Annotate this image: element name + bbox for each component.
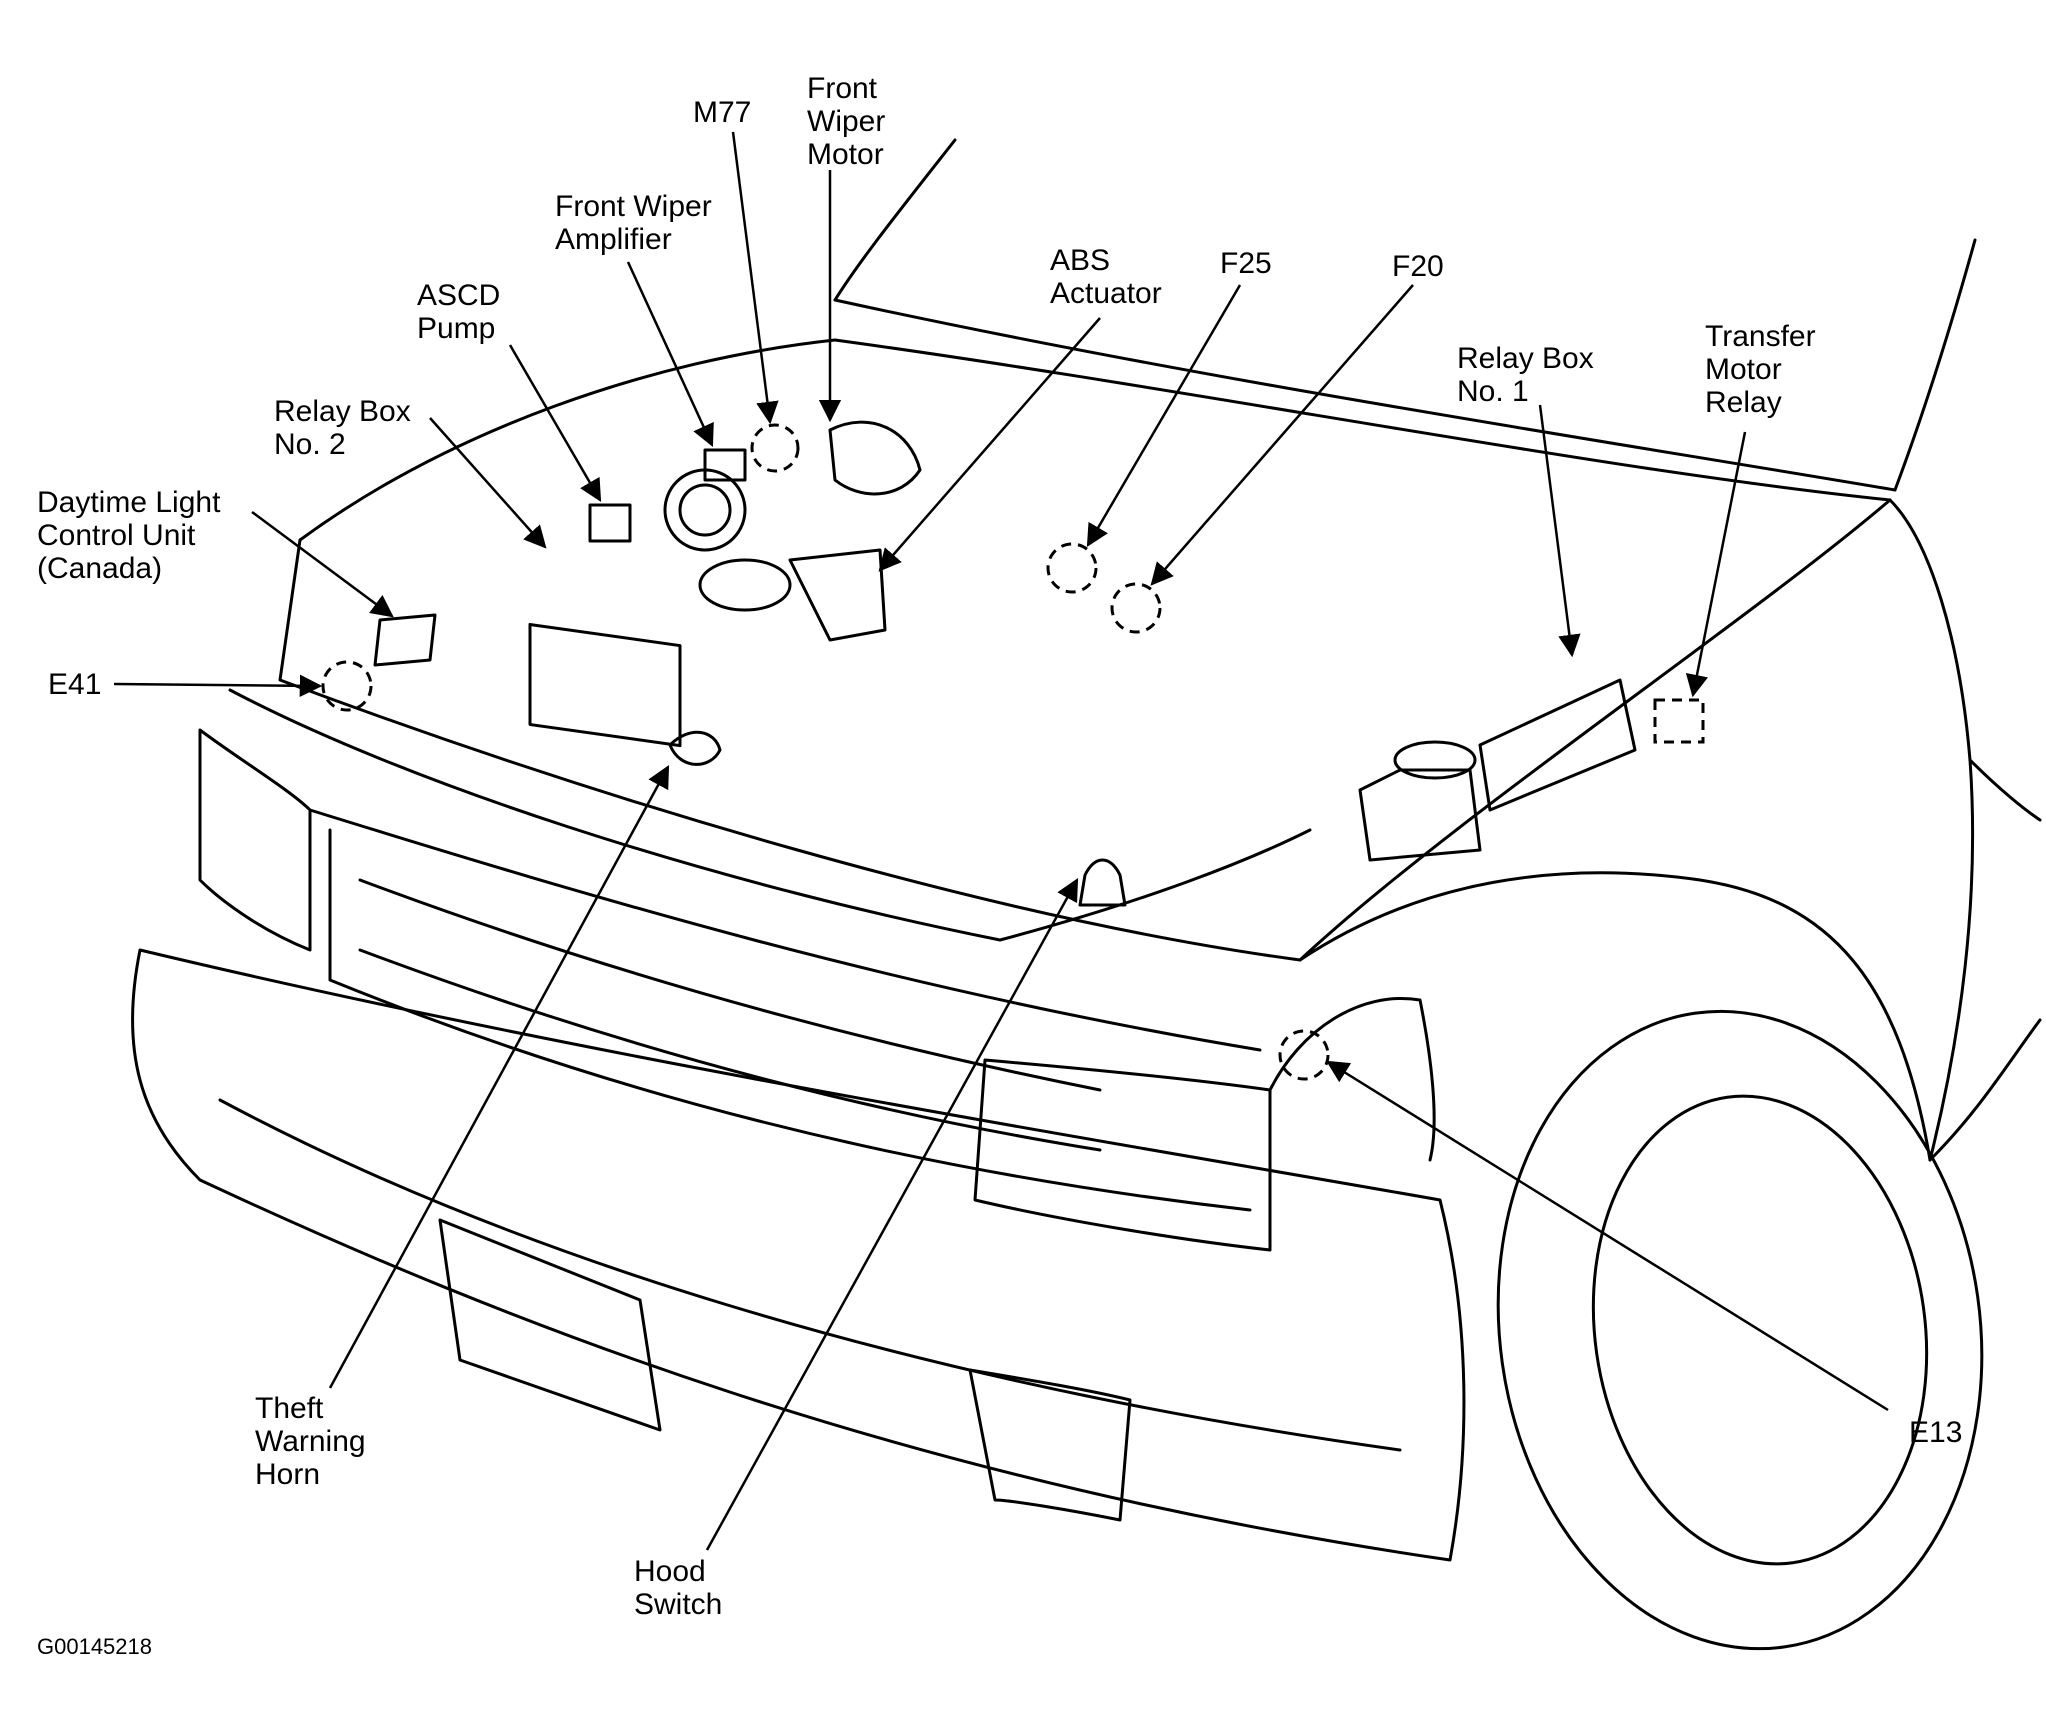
washer-tank <box>1358 768 1482 862</box>
brake-master-cyl <box>698 558 792 612</box>
label-front-wiper-motor: Front Wiper Motor <box>807 72 886 171</box>
hood-crease-right <box>998 828 1312 942</box>
label-front-wiper-amplifier: Front Wiper Amplifier <box>555 190 712 256</box>
ascd-pump-ring-inner <box>678 483 732 537</box>
right-body-side-2 <box>1928 1018 2042 1162</box>
fog-light <box>968 1368 1132 1522</box>
ascd-pump-shape <box>588 503 632 543</box>
label-relay-box-1: Relay Box No. 1 <box>1457 342 1594 408</box>
label-transfer-motor-relay: Transfer Motor Relay <box>1705 320 1816 419</box>
label-m77: M77 <box>693 96 752 129</box>
transfer-motor-relay-connector <box>1653 698 1705 744</box>
front-wiper-amplifier-shape <box>703 448 747 482</box>
leader-ascd-pump <box>508 344 602 502</box>
label-daytime-light-control-unit: Daytime Light Control Unit (Canada) <box>37 486 221 585</box>
leader-f25 <box>1086 284 1242 547</box>
relay-box-1-shape <box>1478 678 1637 812</box>
figure-id: G00145218 <box>37 1634 152 1659</box>
grille-outline <box>328 828 1252 1212</box>
relay-box-2-shape <box>528 622 682 748</box>
leader-abs-actuator <box>878 317 1101 572</box>
right-fender <box>1888 498 1975 1162</box>
label-theft-warning-horn: Theft Warning Horn <box>255 1392 366 1491</box>
leader-f20 <box>1150 284 1414 586</box>
label-f20: F20 <box>1392 250 1444 283</box>
label-hood-switch: Hood Switch <box>634 1555 723 1621</box>
label-relay-box-2: Relay Box No. 2 <box>274 395 411 461</box>
f25-connector <box>1046 542 1098 594</box>
grille-bar-2 <box>358 948 1102 1152</box>
label-abs-actuator: ABS Actuator <box>1050 244 1162 310</box>
license-plate <box>438 1218 662 1432</box>
grille-top <box>308 808 1262 1052</box>
leader-theft-warning-horn <box>328 765 670 1389</box>
label-ascd-pump: ASCD Pump <box>417 279 501 345</box>
bumper-lower <box>218 1098 1402 1452</box>
label-e13: E13 <box>1909 1416 1963 1449</box>
hood-crease-left <box>228 688 1002 942</box>
front-wheel-rim <box>1591 1094 1929 1566</box>
f20-connector <box>1110 582 1162 634</box>
right-body-side <box>1968 758 2042 822</box>
front-bumper <box>131 948 1466 1562</box>
grille-bar-1 <box>358 878 1102 1092</box>
daytime-light-unit-shape <box>373 613 437 667</box>
m77-connector <box>750 423 800 473</box>
e13-connector <box>1278 1029 1330 1081</box>
e41-connector <box>321 660 373 712</box>
left-headlight <box>198 728 312 952</box>
windshield-right-pillar <box>1893 238 1977 492</box>
leader-relay-box-2 <box>429 417 547 549</box>
front-wheel <box>1496 1009 1984 1651</box>
right-fender-lower <box>1298 871 1932 1162</box>
hood-outline <box>278 338 1892 962</box>
abs-actuator-shape <box>788 548 887 642</box>
leader-m77 <box>731 131 779 425</box>
ascd-pump-ring <box>663 468 747 552</box>
leader-e41 <box>113 674 323 698</box>
fender-edge <box>1268 997 1436 1162</box>
leader-front-wiper-amplifier <box>626 261 714 448</box>
theft-horn-shape <box>668 730 722 766</box>
front-wiper-motor-shape <box>828 420 922 496</box>
leader-hood-switch <box>705 878 1079 1551</box>
cowl-line <box>833 298 1897 492</box>
leader-daytime-light-control <box>251 510 394 618</box>
windshield-left-pillar <box>833 138 957 302</box>
hood-switch-shape <box>1078 858 1127 907</box>
leader-e13 <box>1326 1060 1889 1412</box>
label-e41: E41 <box>48 668 102 701</box>
right-headlight <box>973 1058 1272 1252</box>
label-f25: F25 <box>1220 247 1272 280</box>
washer-tank-cap <box>1393 740 1477 780</box>
leader-transfer-motor-relay <box>1685 431 1747 698</box>
leader-relay-box-1 <box>1538 404 1581 658</box>
